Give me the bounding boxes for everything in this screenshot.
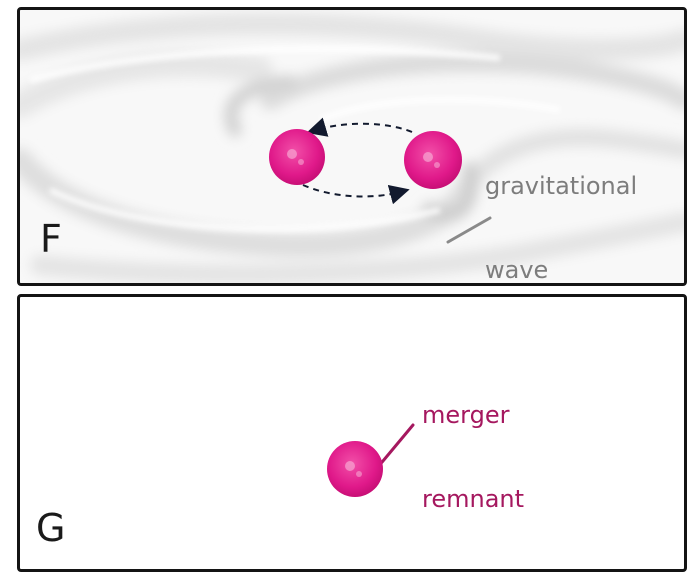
label-line: gravitational — [485, 172, 638, 200]
label-line: wave — [485, 256, 549, 284]
spacetime-ripple-illustration — [20, 10, 684, 283]
black-hole-left — [269, 129, 325, 185]
label-line: remnant — [422, 485, 525, 513]
merger-remnant — [327, 441, 383, 497]
merger-remnant-label: merger remnant — [422, 345, 524, 569]
orbit-arrow-icon — [302, 117, 413, 205]
gravitational-wave-label: gravitational wave emmission — [485, 116, 638, 284]
remnant-label-pointer — [376, 423, 415, 469]
panel-letter-f: F — [40, 217, 62, 261]
panel-f: F gravitational wave emmission — [17, 7, 687, 286]
label-line: merger — [422, 401, 510, 429]
merger-illustration — [327, 423, 415, 497]
black-hole-right — [404, 131, 462, 189]
panel-g: G merger remnant — [17, 294, 687, 572]
panel-letter-g: G — [36, 506, 66, 550]
wave-label-pointer — [446, 216, 492, 244]
